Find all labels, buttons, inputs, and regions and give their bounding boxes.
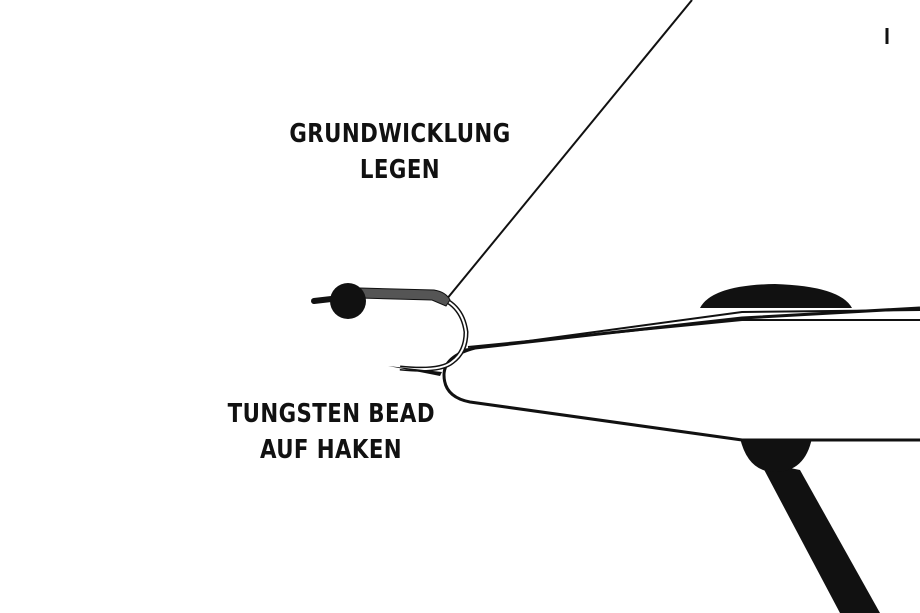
hook-point: [388, 366, 442, 376]
vise-stem: [760, 462, 880, 613]
vise-jaw: [442, 306, 920, 442]
step-label-line: GRUNDWICKLUNG: [289, 119, 511, 149]
vise-jaw-bevel: [461, 309, 920, 351]
hook-shank-inner: [355, 291, 468, 371]
step-label-line: TUNGSTEN BEAD: [227, 399, 435, 429]
step-label-line: AUF HAKEN: [259, 435, 403, 465]
step-label-tungsten-bead: TUNGSTEN BEAD AUF HAKEN: [228, 396, 435, 468]
vise-lever: [700, 284, 852, 308]
tungsten-bead: [330, 283, 366, 319]
thread-underwrap: [359, 287, 451, 307]
vise-collar: [740, 438, 812, 472]
step-label-grundwicklung: GRUNDWICKLUNG LEGEN: [287, 116, 513, 188]
vise-jaw-seam: [467, 319, 920, 348]
tying-thread: [445, 0, 693, 301]
step-label-line: LEGEN: [359, 155, 441, 185]
